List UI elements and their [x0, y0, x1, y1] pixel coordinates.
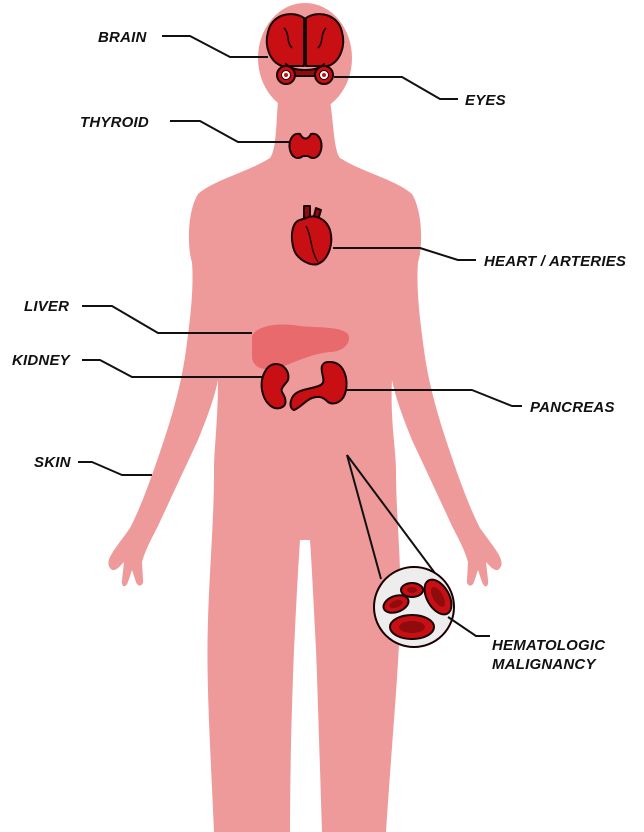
brain-leader-line: [162, 36, 268, 57]
label-hematologic: HEMATOLOGIC: [492, 637, 606, 654]
label-thyroid: THYROID: [80, 114, 149, 131]
label-brain: BRAIN: [98, 29, 147, 46]
label-heart-arteries: HEART / ARTERIES: [484, 253, 626, 270]
red-blood-cell: [401, 583, 423, 597]
skin-leader-line: [78, 462, 152, 475]
label-eyes: EYES: [465, 92, 506, 109]
kidney-organ: [262, 364, 289, 408]
label-skin: SKIN: [34, 454, 72, 471]
hematologic-leader-line: [448, 617, 490, 636]
label-pancreas: PANCREAS: [530, 399, 615, 416]
label-malignancy: MALIGNANCY: [492, 656, 597, 673]
eyes-leader-line: [334, 77, 458, 99]
label-kidney: KIDNEY: [12, 352, 72, 369]
label-liver: LIVER: [24, 298, 69, 315]
red-blood-cell: [390, 615, 434, 639]
thyroid-leader-line: [170, 121, 290, 142]
body-silhouette: [108, 3, 501, 832]
